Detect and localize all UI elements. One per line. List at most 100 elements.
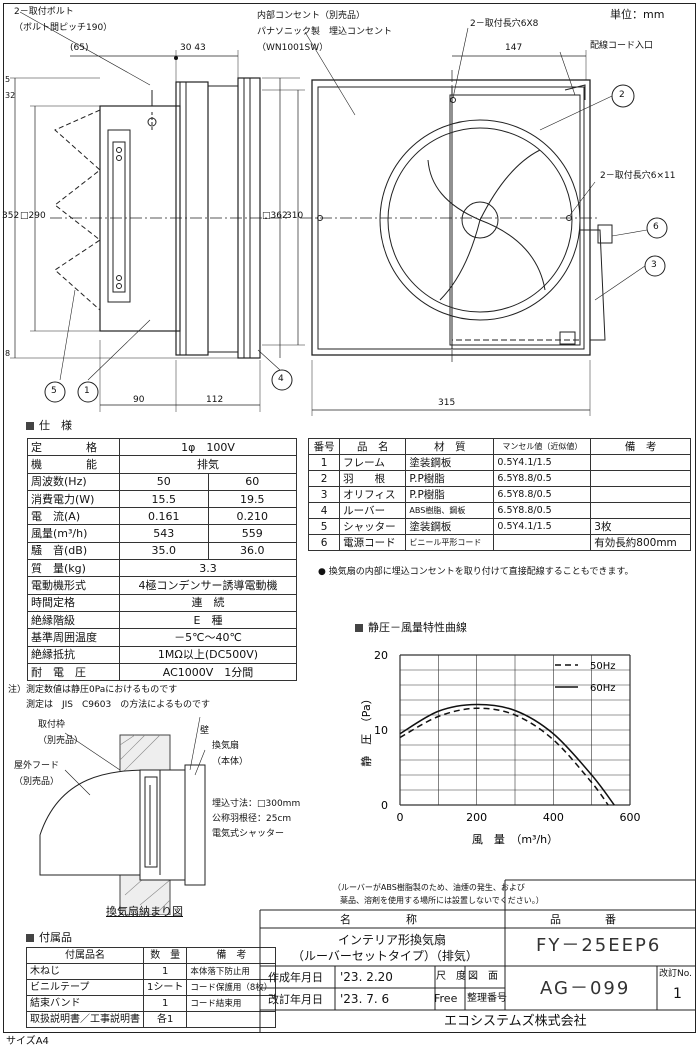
name-header: 名 称 <box>340 913 417 926</box>
chart-x-label: 風 量 （m³/h） <box>472 833 558 846</box>
install-hood-sub: （別売品） <box>14 777 60 787</box>
parts-note: ● 換気扇の内部に埋込コンセントを取り付けて直接配線することもできます。 <box>318 567 634 577</box>
hole-6x8-label: 2－取付長穴6X8 <box>470 19 539 29</box>
install-size-2: 公称羽根径：25cm <box>212 814 292 824</box>
item-number: FY－25EEP6 <box>536 935 662 956</box>
caution-line-2: 薬品、溶剤を使用する場所には設置しないでください。） <box>340 896 544 905</box>
outlet-label: 内部コンセント（別売品） <box>257 11 366 21</box>
accessories-row: 取扱説明書／工事説明書各1 <box>26 1011 277 1028</box>
dim-147: 147 <box>505 43 523 53</box>
spec-value: 1MΩ以上(DC500V) <box>119 645 297 664</box>
square-bullet-icon <box>26 422 34 430</box>
callout-1: 1 <box>84 386 90 396</box>
cord-entry-label: 配線コード入口 <box>590 41 654 51</box>
outlet-model-label: パナソニック製 埋込コンセント <box>257 27 393 37</box>
install-frame-sub: （別売品） <box>38 736 84 746</box>
spec-value: －5℃～40℃ <box>119 628 297 647</box>
parts-cell <box>493 534 592 551</box>
spec-row: 質 量(kg)3.3 <box>27 559 297 578</box>
install-size-1: 埋込寸法：□300mm <box>212 799 301 809</box>
company-name: エコシステムズ株式会社 <box>444 1014 587 1029</box>
spec-label: 騒 音(dB) <box>27 541 120 561</box>
ref-label: 整理番号 <box>467 993 507 1004</box>
drawing-frame <box>3 3 696 1033</box>
spec-note-2: 測定は JIS C9603 の方法によるものです <box>26 700 210 710</box>
install-fan-label: 換気扇 <box>212 741 240 751</box>
dim-310: 310 <box>286 211 304 221</box>
rev-number: 1 <box>673 986 682 1002</box>
spec-heading: 仕 様 <box>26 420 72 431</box>
chart-series-line <box>399 707 609 806</box>
callout-5: 5 <box>51 386 57 396</box>
install-wall-label: 壁 <box>200 726 210 736</box>
chart-y-tick: 0 <box>381 799 388 812</box>
chart-series-line <box>399 703 615 806</box>
rev-label: 改訂No. <box>659 969 692 979</box>
accessories-cell: 各1 <box>142 1011 188 1028</box>
callout-4: 4 <box>278 374 284 384</box>
parts-cell: オリフィス <box>339 486 407 503</box>
spec-label: 定 格 <box>27 437 120 457</box>
side-view-drawing <box>10 11 668 416</box>
spec-row: 時間定格連 続 <box>27 593 297 612</box>
parts-cell: ビニール平形コード <box>405 534 495 551</box>
caution-line-1: （ルーバーがABS樹脂製のため、油煙の発生、および <box>333 883 525 892</box>
dim-30-43: 30 43 <box>180 43 206 53</box>
square-bullet-icon <box>26 934 34 942</box>
spec-label: 質 量(kg) <box>27 559 120 578</box>
dim-32: 32 <box>5 91 16 100</box>
parts-cell: P.P樹脂 <box>405 486 495 503</box>
parts-cell: 塗装鋼板 <box>405 518 495 535</box>
accessories-heading: 付属品 <box>26 932 72 943</box>
product-name-2: （ルーバーセットタイプ）（排気） <box>292 949 478 963</box>
dim-8: 8 <box>5 349 11 358</box>
spec-value-60hz: 36.0 <box>207 541 297 561</box>
callout-2: 2 <box>619 90 625 100</box>
spec-row: 基準周囲温度－5℃～40℃ <box>27 628 297 647</box>
spec-value-60hz: 0.210 <box>207 507 297 526</box>
drawing-label: 図 面 <box>468 971 498 982</box>
created-label: 作成年月日 <box>268 971 323 984</box>
install-size-3: 電気式シャッター <box>212 829 285 839</box>
hole-6x11-label: 2－取付長穴6×11 <box>600 171 676 181</box>
accessories-cell <box>186 1011 277 1028</box>
chart-y-tick: 20 <box>374 649 388 662</box>
chart-legend-label: 50Hz <box>590 661 616 672</box>
spec-note-1: 注）測定数値は静圧0Paにおけるものです <box>8 685 178 695</box>
install-frame-label: 取付枠 <box>38 720 66 730</box>
install-fan-sub: （本体） <box>212 757 249 767</box>
spec-label: 機 能 <box>27 455 120 474</box>
parts-cell: フレーム <box>339 454 407 471</box>
chart-title: 静圧－風量特性曲線 <box>355 622 467 633</box>
parts-cell: 6 <box>307 534 341 551</box>
spec-value-60hz: 559 <box>207 524 297 543</box>
dim-315: 315 <box>438 398 456 408</box>
dim-362: □362 <box>262 211 288 221</box>
spec-label: 耐 電 圧 <box>27 662 120 682</box>
parts-cell: 電源コード <box>339 534 407 551</box>
dim-290: □290 <box>20 211 46 221</box>
square-bullet-icon <box>355 624 363 632</box>
parts-header-cell: 品 名 <box>339 438 407 455</box>
scale-label: 尺 度 <box>436 971 466 982</box>
chart-x-tick: 600 <box>620 811 641 824</box>
revised-label: 改訂年月日 <box>268 993 323 1006</box>
item-header: 品 番 <box>550 913 616 926</box>
paper-size: サイズA4 <box>6 1036 49 1047</box>
revised-date: '23. 7. 6 <box>340 992 390 1006</box>
install-caption: 換気扇納まり図 <box>106 905 183 918</box>
spec-value: AC1000V 1分間 <box>119 662 297 682</box>
